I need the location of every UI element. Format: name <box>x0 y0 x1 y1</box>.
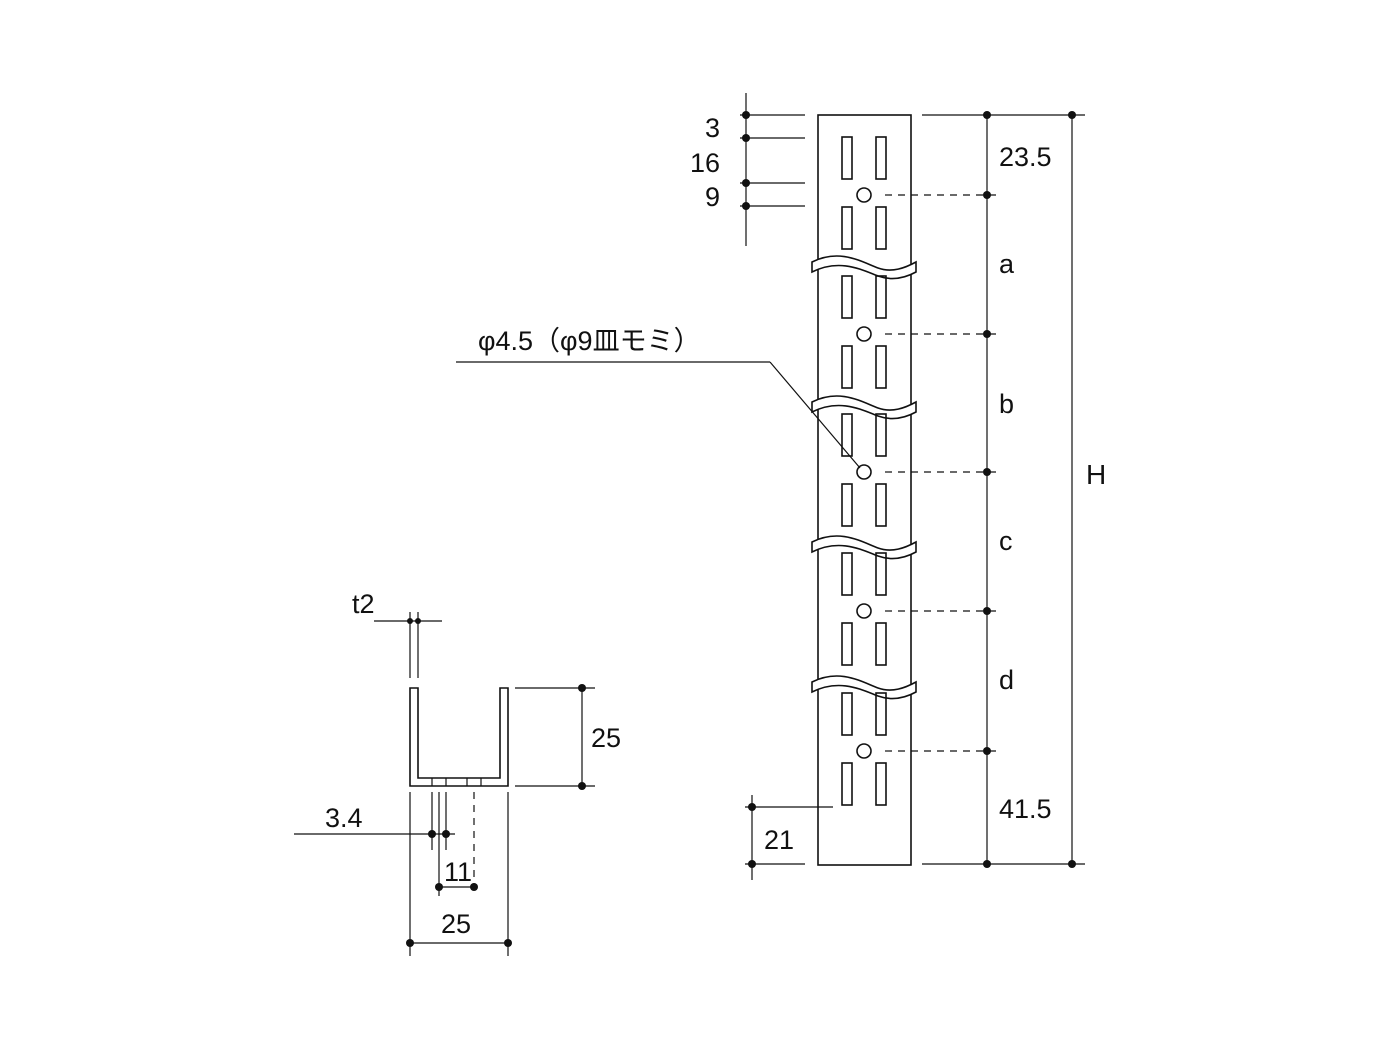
slot-spacing-dimension: 11 <box>435 792 478 896</box>
mounting-hole <box>856 464 872 480</box>
dim-c: c <box>999 526 1013 556</box>
upper-slot <box>841 552 853 596</box>
section-width-dimension: 25 <box>406 792 512 956</box>
dim-t2: t2 <box>352 589 375 619</box>
lower-slot <box>841 622 853 666</box>
hole-callout-text: φ4.5（φ9皿モミ） <box>478 326 701 356</box>
dim-height-25: 25 <box>591 723 621 753</box>
dim-width-25: 25 <box>441 909 471 939</box>
mounting-hole <box>856 326 872 342</box>
upper-slot <box>841 275 853 319</box>
mounting-hole <box>856 743 872 759</box>
section-height-dimension: 25 <box>515 684 621 790</box>
upper-slot <box>875 275 887 319</box>
break-lines <box>811 255 917 700</box>
dim-b: b <box>999 389 1014 419</box>
dim-21: 21 <box>764 825 794 855</box>
lower-slot <box>841 762 853 806</box>
dim-d: d <box>999 665 1014 695</box>
rail-slots <box>841 136 887 806</box>
dim-11: 11 <box>444 857 472 887</box>
dim-3-4: 3.4 <box>325 803 363 833</box>
bottom-slot-dimension: 21 <box>745 795 833 880</box>
lower-slot <box>841 206 853 250</box>
mounting-hole <box>856 603 872 619</box>
dim-a: a <box>999 249 1015 279</box>
upper-slot <box>841 413 853 457</box>
dim-3: 3 <box>705 113 720 143</box>
top-dimension-chain: 3 16 9 <box>690 93 805 246</box>
dim-41-5: 41.5 <box>999 794 1052 824</box>
dim-9: 9 <box>705 182 720 212</box>
slot-width-dimension: 3.4 <box>294 792 455 850</box>
lower-slot <box>875 345 887 389</box>
upper-slot <box>875 692 887 736</box>
upper-slot <box>875 136 887 180</box>
upper-slot <box>841 692 853 736</box>
upper-slot <box>841 136 853 180</box>
rail-outline <box>817 114 912 866</box>
dim-16: 16 <box>690 148 720 178</box>
lower-slot <box>875 622 887 666</box>
lower-slot <box>875 206 887 250</box>
lower-slot <box>841 483 853 527</box>
channel-section-view: t2 25 3.4 11 <box>294 589 621 956</box>
pitch-dimension-chain: 23.5 a b c d 41.5 <box>885 111 1085 868</box>
lower-slot <box>841 345 853 389</box>
channel-profile <box>409 687 509 787</box>
lower-slot <box>875 483 887 527</box>
overall-height-dimension: H <box>1068 111 1106 868</box>
thickness-dimension: t2 <box>352 589 442 678</box>
dim-23-5: 23.5 <box>999 142 1052 172</box>
rail-front-view: 3 16 9 21 <box>456 93 1106 880</box>
dim-H: H <box>1086 459 1106 490</box>
upper-slot <box>875 413 887 457</box>
upper-slot <box>875 552 887 596</box>
mounting-hole <box>856 187 872 203</box>
hole-callout: φ4.5（φ9皿モミ） <box>456 326 861 469</box>
lower-slot <box>875 762 887 806</box>
